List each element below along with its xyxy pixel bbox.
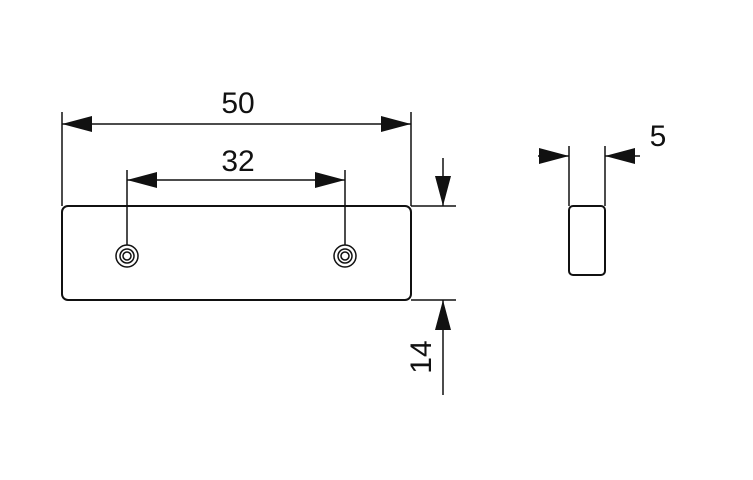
thickness-dimension: 5	[538, 120, 666, 206]
side-view	[568, 205, 606, 276]
front-view	[61, 205, 412, 301]
side-view-body	[568, 205, 606, 276]
height-dimension: 14	[405, 158, 456, 395]
front-view-body	[61, 205, 412, 301]
arrowhead-hole-right	[315, 172, 345, 188]
overall-length-dimension: 50	[61, 87, 412, 206]
hole-spacing-label: 32	[221, 145, 254, 178]
arrowhead-bottom	[435, 300, 451, 330]
overall-length-label: 50	[221, 87, 254, 120]
arrowhead-right	[381, 116, 411, 132]
thickness-label: 5	[650, 120, 667, 153]
height-label: 14	[405, 340, 438, 373]
arrowhead-side-right	[605, 148, 635, 164]
arrowhead-left	[62, 116, 92, 132]
hole-spacing-dimension: 32	[126, 145, 346, 245]
arrowhead-side-left	[539, 148, 569, 164]
arrowhead-hole-left	[127, 172, 157, 188]
arrowhead-top	[435, 176, 451, 206]
